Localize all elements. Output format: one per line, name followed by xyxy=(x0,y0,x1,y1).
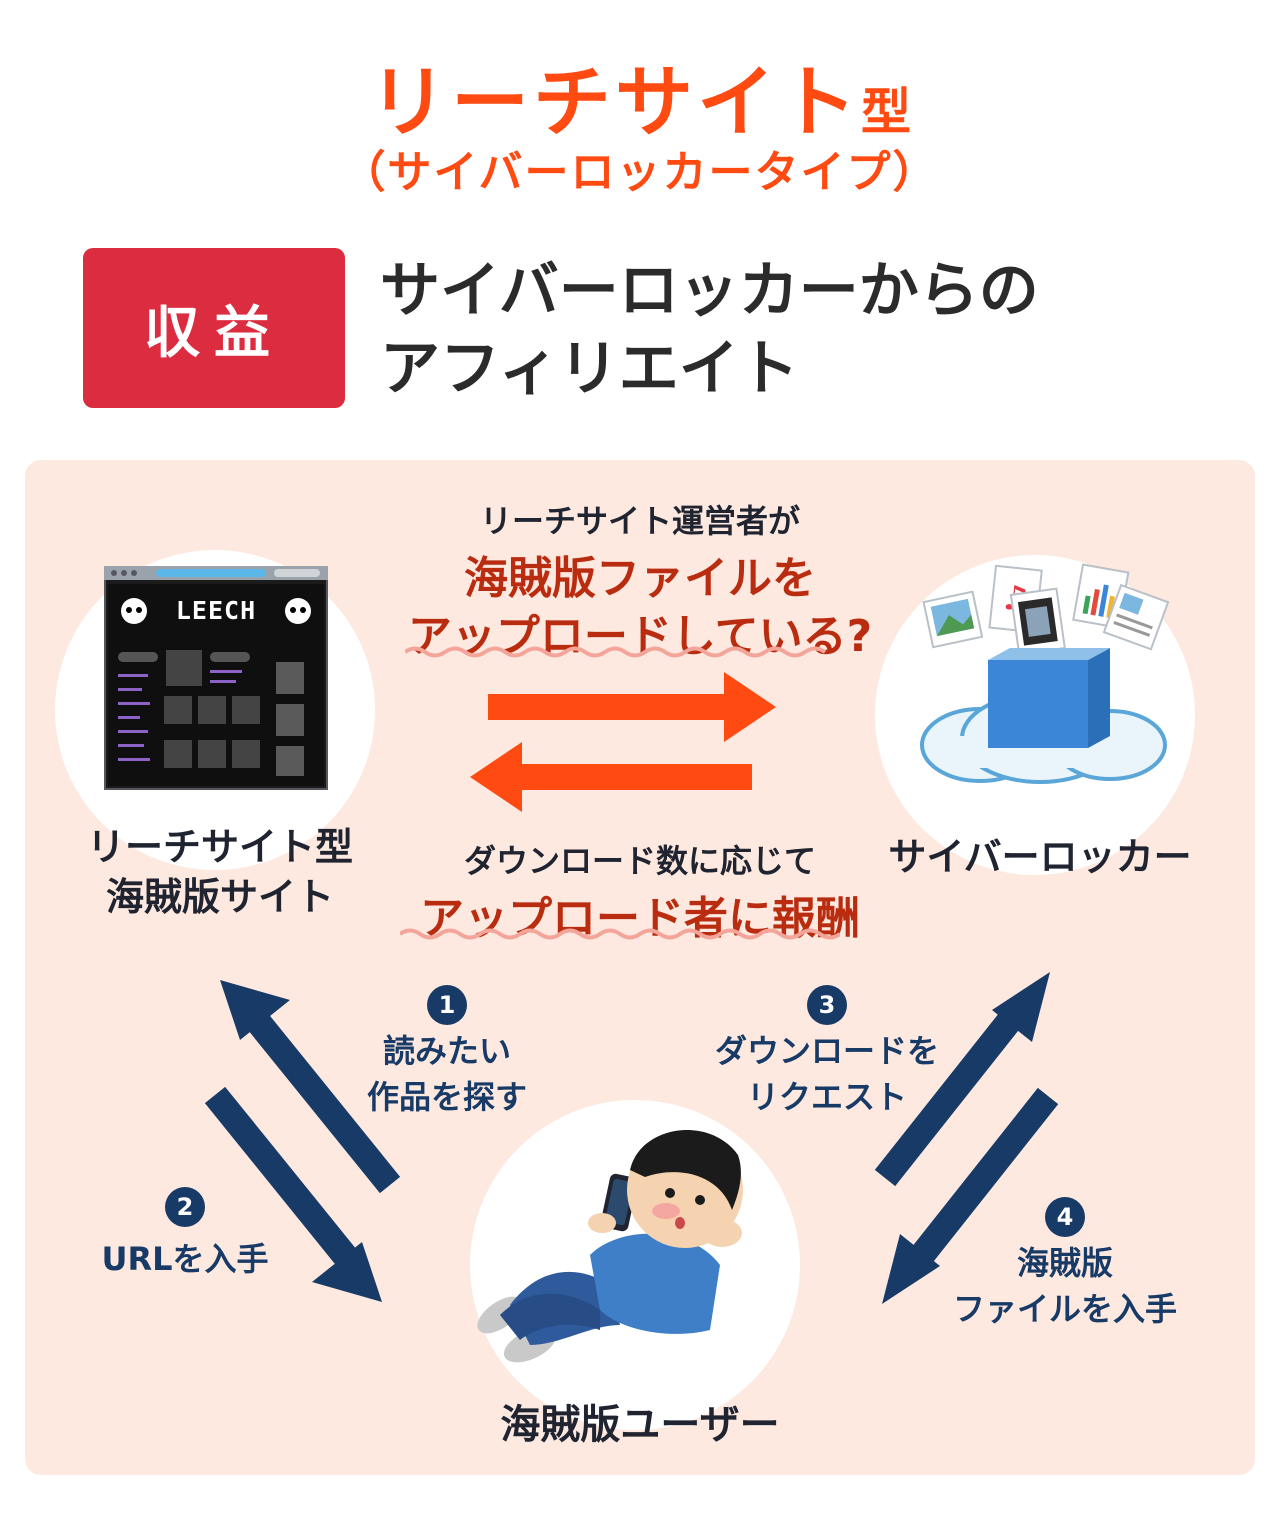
revenue-description: サイバーロッカーからの アフィリエイト xyxy=(380,252,1240,408)
step-3-text: ダウンロードを リクエスト xyxy=(690,1028,964,1120)
step-1-line-2: 作品を探す xyxy=(366,1078,527,1116)
step-1-text: 読みたい 作品を探す xyxy=(330,1028,564,1120)
step-3-line-1: ダウンロードを xyxy=(714,1032,939,1070)
user-illustration xyxy=(470,1115,770,1375)
arrow-right-orange xyxy=(488,672,776,742)
step-2-text: URLを入手 xyxy=(101,1240,269,1278)
step-1-line-1: 読みたい xyxy=(382,1032,511,1070)
leech-site-label-line-2: 海賊版サイト xyxy=(105,875,334,919)
leech-logo-text: LEECH xyxy=(175,596,257,625)
leech-site-illustration: LEECH xyxy=(102,564,330,792)
step-4-number: 4 xyxy=(1045,1197,1085,1237)
cloud-storage-icon: ♫ xyxy=(920,563,1170,784)
title-suffix: 型 xyxy=(861,83,911,141)
cyberlocker-label: サイバーロッカー xyxy=(888,835,1192,879)
arrow-left-orange xyxy=(470,742,752,812)
step-4-line-1: 海賊版 xyxy=(1016,1244,1113,1282)
user-label: 海賊版ユーザー xyxy=(500,1402,780,1448)
revenue-line-1: サイバーロッカーからの xyxy=(380,256,1039,326)
arrow-locker-to-user xyxy=(882,1087,1059,1304)
upload-note-line-2: 海賊版ファイルを xyxy=(464,553,816,604)
leech-site-label: リーチサイト型 海賊版サイト xyxy=(40,822,400,922)
revenue-badge: 収益 xyxy=(83,248,345,408)
upload-note-wavy-underline xyxy=(405,646,827,658)
arrow-search-to-site xyxy=(220,980,401,1194)
arrow-site-to-user xyxy=(204,1086,382,1302)
step-2-number: 2 xyxy=(165,1187,205,1227)
page-subtitle: （サイバーロッカータイプ） xyxy=(341,147,939,198)
person-lying-icon xyxy=(477,1129,743,1363)
step-3-number: 3 xyxy=(807,985,847,1025)
reward-note-line-1: ダウンロード数に応じて xyxy=(463,842,816,880)
arrow-user-to-locker xyxy=(874,972,1050,1187)
browser-window-icon xyxy=(102,564,330,792)
step-3-line-2: リクエスト xyxy=(746,1078,907,1116)
leech-site-label-line-1: リーチサイト型 xyxy=(86,825,353,869)
cyberlocker-illustration: ♫ xyxy=(910,560,1170,790)
upload-note-line-1: リーチサイト運営者が xyxy=(479,502,800,540)
revenue-line-2: アフィリエイト xyxy=(380,334,799,404)
step-4-text: 海賊版 ファイルを入手 xyxy=(935,1240,1195,1332)
step-4-line-2: ファイルを入手 xyxy=(952,1290,1177,1328)
page-title: リーチサイト型 xyxy=(0,40,1280,152)
step-1-number: 1 xyxy=(427,985,467,1025)
reward-note-wavy-underline xyxy=(400,928,840,940)
title-main-text: リーチサイト xyxy=(368,58,861,148)
